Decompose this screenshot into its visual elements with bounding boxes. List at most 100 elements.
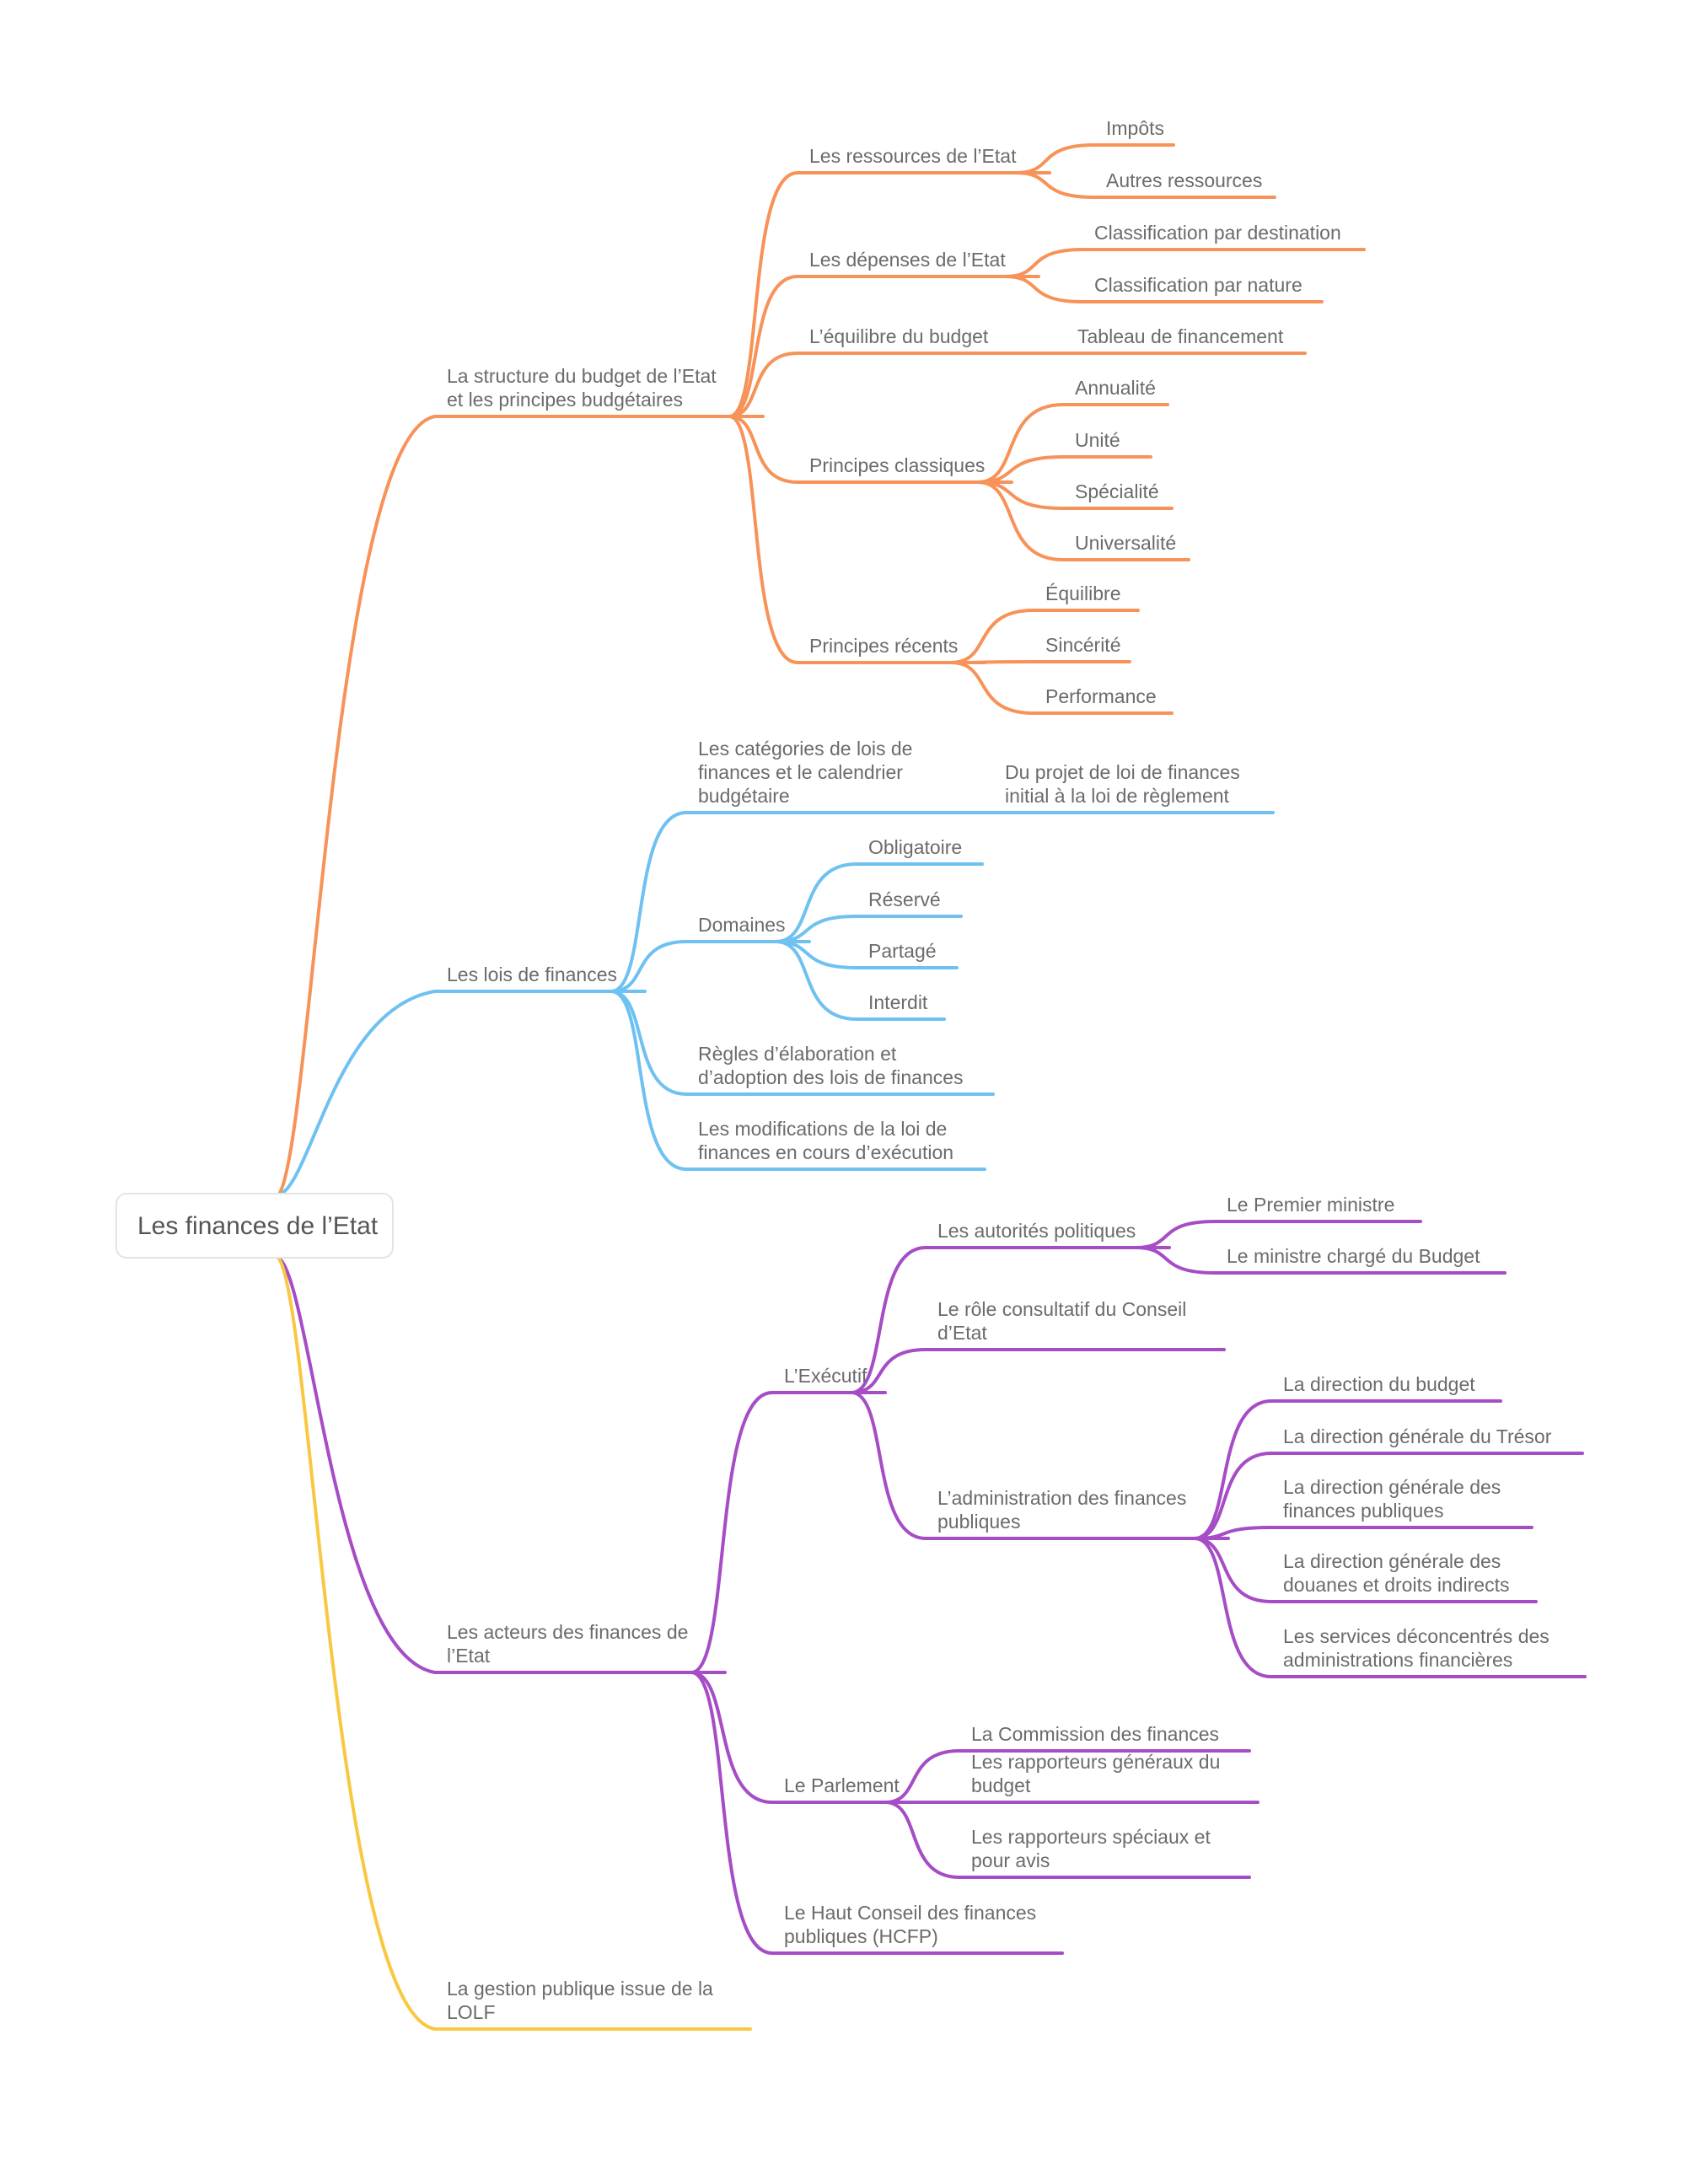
node-label-line: La direction générale des [1283,1476,1501,1498]
connector-le-role-consultatif-du-conseil-d-etat [850,1348,927,1394]
node-domaines[interactable]: Domaines [685,914,811,943]
node-label-line: Partagé [868,940,937,962]
node-le-ministre-charge-du-budget[interactable]: Le ministre chargé du Budget [1213,1245,1507,1275]
node-interdit[interactable]: Interdit [855,991,946,1021]
node-label-line: Le Premier ministre [1227,1194,1394,1216]
node-classification-par-nature[interactable]: Classification par nature [1081,274,1324,303]
connector-le-haut-conseil-des-finances-publiques-hcfp [690,1671,774,1955]
node-label-line: Réservé [868,888,941,910]
node-label-line: Les services déconcentrés des [1283,1625,1550,1647]
node-partage[interactable]: Partagé [855,940,959,969]
node-les-depenses-de-l-etat[interactable]: Les dépenses de l’Etat [796,249,1040,278]
node-performance[interactable]: Performance [1032,685,1174,715]
node-la-commission-des-finances[interactable]: La Commission des finances [958,1723,1251,1753]
node-label-line: Le rôle consultatif du Conseil [937,1298,1186,1320]
node-obligatoire[interactable]: Obligatoire [855,836,984,866]
connector-l-equilibre-du-budget [728,352,799,418]
node-les-services-deconcentres-des-administrations-fi[interactable]: Les services déconcentrés desadministrat… [1270,1625,1587,1678]
connector-les-modifications-de-la-loi-de-finances-en-cours [610,990,688,1171]
node-label-line: finances publiques [1283,1500,1444,1522]
connector-le-ministre-charge-du-budget [1134,1246,1217,1275]
node-label-line: Les rapporteurs spéciaux et [971,1826,1211,1848]
node-label-line: Autres ressources [1106,169,1262,191]
connector-la-commission-des-finances [884,1749,961,1804]
node-label-line: d’adoption des lois de finances [698,1066,964,1088]
branch-connector-les-lois-de-finances [277,990,437,1197]
node-specialite[interactable]: Spécialité [1061,480,1174,510]
node-universalite[interactable]: Universalité [1061,532,1190,561]
node-label-line: publiques [937,1511,1020,1533]
node-l-equilibre-du-budget[interactable]: L’équilibre du budget [796,325,1045,355]
node-la-direction-du-budget[interactable]: La direction du budget [1270,1373,1502,1403]
node-label-line: Impôts [1106,117,1164,139]
connector-autres-ressources [1014,171,1096,199]
node-autres-ressources[interactable]: Autres ressources [1093,169,1276,199]
node-label-line: administrations financières [1283,1649,1512,1671]
connector-les-services-deconcentres-des-administrations-fi [1193,1537,1273,1678]
node-les-lois-de-finances[interactable]: Les lois de finances [433,964,647,993]
node-la-direction-generale-du-tresor[interactable]: La direction générale du Trésor [1270,1425,1584,1455]
node-annualite[interactable]: Annualité [1061,377,1169,406]
node-label-line: Domaines [698,914,786,936]
root-node[interactable]: Les finances de l’Etat [115,1193,394,1259]
node-equilibre[interactable]: Équilibre [1032,582,1140,612]
node-label-line: Les catégories de lois de [698,738,912,760]
connector-les-rapporteurs-speciaux-et-pour-avis [884,1801,961,1879]
node-label-line: Les rapporteurs généraux du [971,1751,1220,1773]
node-label-line: La direction générale du Trésor [1283,1425,1552,1447]
node-label-line: Obligatoire [868,836,962,858]
node-classification-par-destination[interactable]: Classification par destination [1081,222,1366,251]
node-label-line: douanes et droits indirects [1283,1574,1510,1596]
connector-annualite [976,403,1065,484]
node-label-line: initial à la loi de règlement [1005,785,1230,807]
node-reserve[interactable]: Réservé [855,888,963,918]
node-le-parlement[interactable]: Le Parlement [771,1774,921,1804]
node-label-line: L’administration des finances [937,1487,1186,1509]
connector-la-direction-du-budget [1193,1399,1273,1540]
node-label-line: Spécialité [1075,480,1159,502]
node-l-executif[interactable]: L’Exécutif [771,1365,887,1394]
node-label-line: Universalité [1075,532,1176,554]
node-impots[interactable]: Impôts [1093,117,1175,147]
node-principes-classiques[interactable]: Principes classiques [796,454,1013,484]
node-label-line: Les ressources de l’Etat [809,145,1017,167]
connector-les-ressources-de-l-etat [728,171,799,418]
node-les-ressources-de-l-etat[interactable]: Les ressources de l’Etat [796,145,1051,174]
node-label-line: Tableau de financement [1077,325,1284,347]
connector-impots [1014,143,1096,174]
node-les-acteurs-des-finances-de-l-etat[interactable]: Les acteurs des finances del’Etat [433,1621,727,1674]
node-unite[interactable]: Unité [1061,429,1152,459]
node-label-line: La direction générale des [1283,1550,1501,1572]
node-le-premier-ministre[interactable]: Le Premier ministre [1213,1194,1422,1223]
connector-principes-classiques [728,415,799,484]
node-label-line: Le Parlement [784,1774,900,1796]
node-sincerite[interactable]: Sincérité [1032,634,1131,663]
node-tableau-de-financement[interactable]: Tableau de financement [1064,325,1307,355]
node-label-line: La structure du budget de l’Etat [447,365,717,387]
connector-obligatoire [774,862,858,943]
branch-connector-la-gestion-publique-issue-de-la-lolf [277,1256,437,2031]
connector-la-direction-generale-des-douanes-et-droits-indi [1193,1537,1273,1603]
node-regles-d-elaboration-et-d-adoption-des-lois-de-f[interactable]: Règles d’élaboration etd’adoption des lo… [685,1043,995,1096]
node-label-line: L’Exécutif [784,1365,867,1387]
node-les-autorites-politiques[interactable]: Les autorités politiques [924,1220,1171,1249]
node-label-line: Sincérité [1045,634,1120,656]
node-label-line: Interdit [868,991,928,1013]
node-label-line: l’Etat [447,1645,491,1667]
node-label-line: Le ministre chargé du Budget [1227,1245,1480,1267]
root-node-box [115,1193,394,1259]
node-principes-recents[interactable]: Principes récents [796,635,986,664]
